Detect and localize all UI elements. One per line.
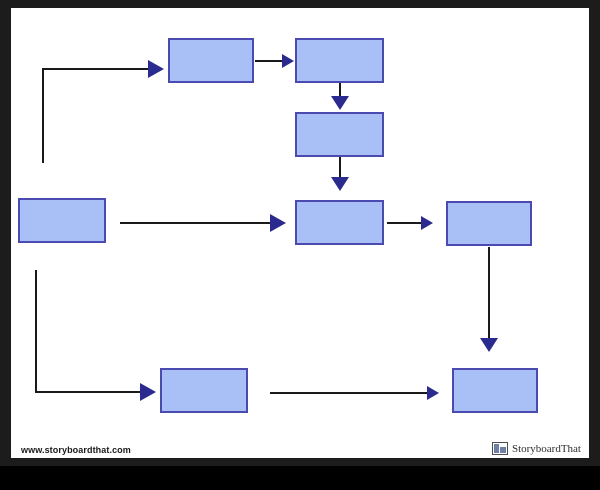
- flowchart-node-2[interactable]: [295, 38, 384, 83]
- connector-5-8-arrowhead: [480, 338, 498, 352]
- connector-2-3-arrowhead: [331, 96, 349, 110]
- connector-6-4-line: [120, 222, 270, 224]
- connector-7-8-line: [270, 392, 427, 394]
- flowchart-node-3[interactable]: [295, 112, 384, 157]
- flowchart-node-1[interactable]: [168, 38, 254, 83]
- connector-7-8-arrowhead: [427, 386, 439, 400]
- storyboard-frame: www.storyboardthat.com StoryboardThat: [0, 0, 600, 466]
- flowchart-node-5[interactable]: [446, 201, 532, 246]
- connector-1-2-arrowhead: [282, 54, 294, 68]
- connector-6-4-arrowhead: [270, 214, 286, 232]
- connector-2-3-line: [339, 83, 341, 97]
- connector-elbow-top-vertical: [42, 68, 44, 163]
- connector-elbow-bottom-horizontal: [35, 391, 140, 393]
- connector-3-4-arrowhead: [331, 177, 349, 191]
- connector-elbow-top-arrowhead: [148, 60, 164, 78]
- connector-elbow-bottom-vertical: [35, 270, 37, 391]
- connector-4-5-arrowhead: [421, 216, 433, 230]
- flowchart-node-7[interactable]: [160, 368, 248, 413]
- connector-5-8-line: [488, 247, 490, 339]
- image-icon: [491, 442, 508, 455]
- connector-3-4-line: [339, 157, 341, 178]
- connector-1-2-line: [255, 60, 282, 62]
- footer-brand[interactable]: StoryboardThat: [491, 442, 581, 455]
- flowchart-canvas: www.storyboardthat.com StoryboardThat: [11, 8, 589, 458]
- flowchart-node-4[interactable]: [295, 200, 384, 245]
- flowchart-node-6[interactable]: [18, 198, 106, 243]
- flowchart-node-8[interactable]: [452, 368, 538, 413]
- connector-elbow-top-horizontal: [42, 68, 148, 70]
- footer-url[interactable]: www.storyboardthat.com: [21, 445, 131, 455]
- footer-brand-text: StoryboardThat: [511, 442, 581, 455]
- connector-4-5-line: [387, 222, 421, 224]
- connector-elbow-bottom-arrowhead: [140, 383, 156, 401]
